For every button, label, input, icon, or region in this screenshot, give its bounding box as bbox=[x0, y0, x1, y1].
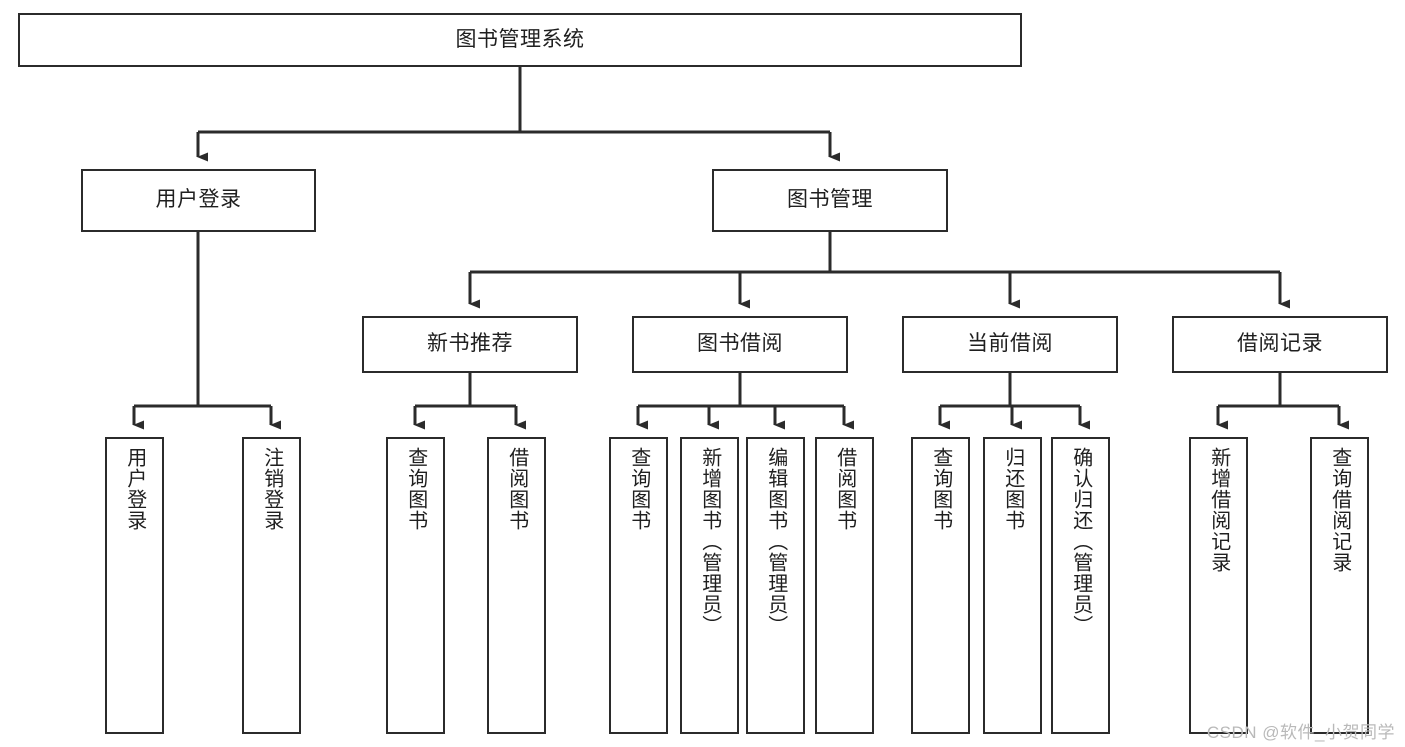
node-book-borrow[interactable]: 图书借阅 bbox=[632, 316, 848, 373]
node-leaf-add-book[interactable]: 新增图书（管理员） bbox=[680, 437, 739, 734]
node-book-manage[interactable]: 图书管理 bbox=[712, 169, 948, 232]
node-root-system[interactable]: 图书管理系统 bbox=[18, 13, 1022, 67]
node-leaf-query-book-b[interactable]: 查询图书 bbox=[609, 437, 668, 734]
node-leaf-query-record[interactable]: 查询借阅记录 bbox=[1310, 437, 1369, 734]
node-leaf-query-book-a[interactable]: 查询图书 bbox=[386, 437, 445, 734]
node-user-login[interactable]: 用户登录 bbox=[81, 169, 316, 232]
node-label: 新增借阅记录 bbox=[1207, 447, 1230, 573]
node-leaf-user-login[interactable]: 用户登录 bbox=[105, 437, 164, 734]
node-leaf-borrow-book-b[interactable]: 借阅图书 bbox=[815, 437, 874, 734]
node-label: 借阅图书 bbox=[833, 447, 856, 531]
node-label: 借阅记录 bbox=[1237, 332, 1323, 356]
node-label: 编辑图书（管理员） bbox=[764, 447, 787, 636]
node-leaf-query-book-c[interactable]: 查询图书 bbox=[911, 437, 970, 734]
node-label: 用户登录 bbox=[155, 188, 242, 212]
node-label: 新书推荐 bbox=[427, 332, 513, 356]
node-label: 查询图书 bbox=[404, 447, 427, 531]
node-label: 图书借阅 bbox=[697, 332, 783, 356]
node-label: 查询借阅记录 bbox=[1328, 447, 1351, 573]
node-leaf-borrow-book-a[interactable]: 借阅图书 bbox=[487, 437, 546, 734]
node-label: 图书管理 bbox=[787, 188, 873, 212]
node-leaf-edit-book[interactable]: 编辑图书（管理员） bbox=[746, 437, 805, 734]
node-label: 当前借阅 bbox=[967, 332, 1053, 356]
node-current-borrow[interactable]: 当前借阅 bbox=[902, 316, 1118, 373]
node-borrow-record[interactable]: 借阅记录 bbox=[1172, 316, 1388, 373]
node-label: 查询图书 bbox=[929, 447, 952, 531]
node-label: 确认归还（管理员） bbox=[1069, 447, 1092, 636]
node-label: 借阅图书 bbox=[505, 447, 528, 531]
node-label: 新增图书（管理员） bbox=[698, 447, 721, 636]
node-label: 用户登录 bbox=[123, 447, 146, 531]
watermark-text: CSDN @软件_小贺同学 bbox=[1206, 723, 1395, 742]
node-label: 注销登录 bbox=[260, 447, 283, 531]
node-leaf-confirm-return[interactable]: 确认归还（管理员） bbox=[1051, 437, 1110, 734]
node-new-book-recommend[interactable]: 新书推荐 bbox=[362, 316, 578, 373]
node-label: 图书管理系统 bbox=[455, 27, 585, 51]
node-leaf-return-book[interactable]: 归还图书 bbox=[983, 437, 1042, 734]
node-label: 归还图书 bbox=[1001, 447, 1024, 531]
node-leaf-user-logout[interactable]: 注销登录 bbox=[242, 437, 301, 734]
node-leaf-add-record[interactable]: 新增借阅记录 bbox=[1189, 437, 1248, 734]
node-label: 查询图书 bbox=[627, 447, 650, 531]
